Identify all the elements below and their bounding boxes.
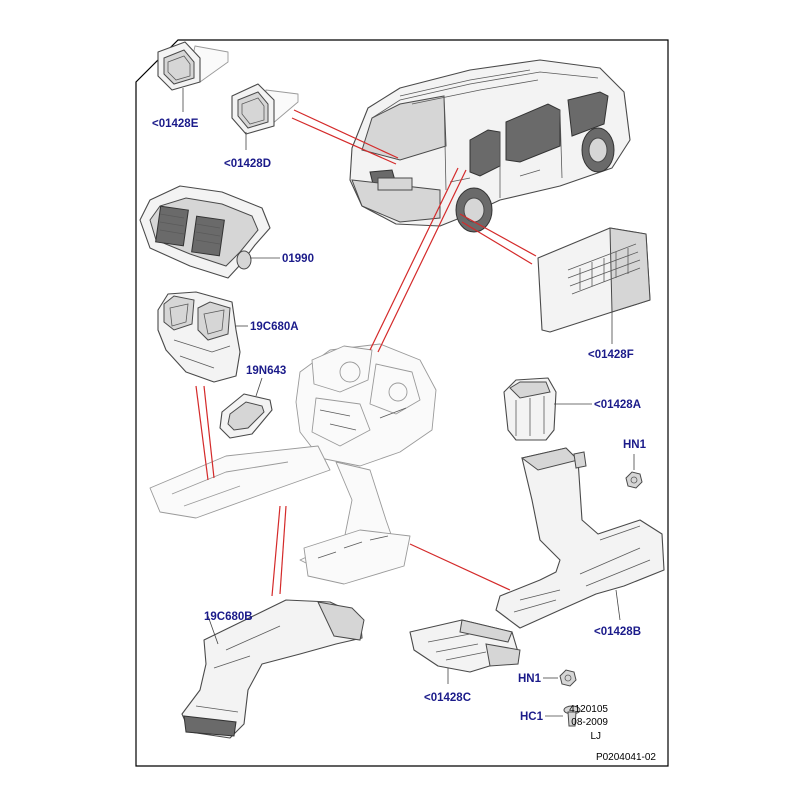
vehicle-illustration [349, 59, 631, 233]
callout-19c680b: 19C680B [204, 611, 253, 623]
part-hn1-bottom [543, 669, 577, 687]
meta-date: 08-2009 [571, 717, 608, 728]
part-01428e [157, 41, 229, 112]
location-leaders [195, 109, 537, 597]
callout-01428b: <01428B [594, 626, 641, 638]
meta-code: 4120105 [569, 704, 608, 715]
part-01428d [231, 83, 299, 150]
part-01990 [139, 185, 280, 279]
callout-19c680a: 19C680A [250, 321, 299, 333]
callout-hn1-bottom: HN1 [518, 673, 542, 685]
part-01428f [537, 227, 651, 344]
callout-hc1: HC1 [520, 711, 544, 723]
hvac-assembly [149, 343, 437, 585]
callout-01990: 01990 [282, 253, 314, 265]
callout-01428f: <01428F [588, 349, 634, 361]
meta-reference: P0204041-02 [596, 752, 656, 763]
callout-01428d: <01428D [224, 158, 271, 170]
callout-19n643: 19N643 [246, 365, 286, 377]
part-hc1 [545, 705, 581, 727]
part-01428a [503, 377, 592, 441]
part-19c680b [181, 599, 365, 739]
meta-initials: LJ [590, 731, 601, 742]
callout-01428e: <01428E [152, 118, 199, 130]
part-01428b [495, 447, 665, 629]
reference-block: 4120105 08-2009 LJ P0204041-02 [569, 704, 656, 763]
part-hn1-top [625, 454, 643, 489]
part-19c680a [157, 291, 248, 383]
part-19n643 [219, 377, 273, 439]
part-01428c [409, 619, 521, 684]
callout-01428c: <01428C [424, 692, 471, 704]
callout-01428a: <01428A [594, 399, 641, 411]
callout-hn1-top: HN1 [623, 439, 647, 451]
